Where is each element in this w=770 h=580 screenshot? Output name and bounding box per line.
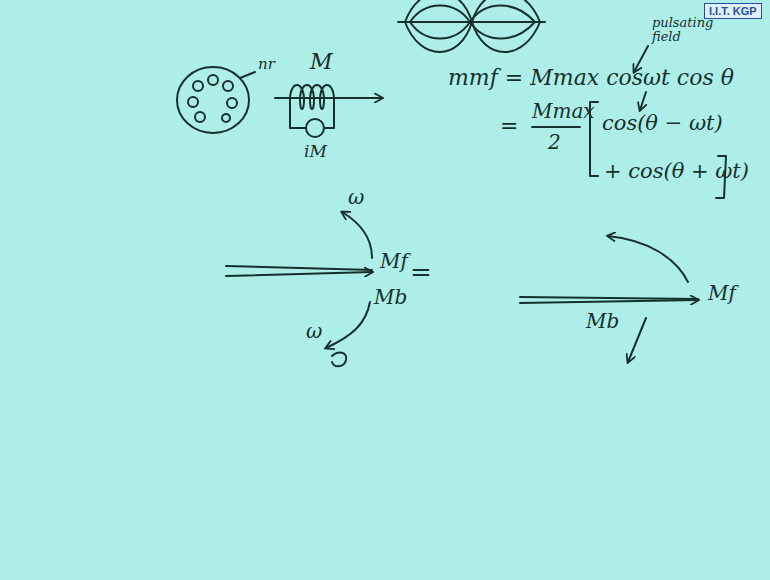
stator-cross-section — [177, 67, 255, 133]
equals-sign: = — [500, 114, 518, 138]
fraction-bar — [532, 126, 580, 128]
symbol-label: nr — [258, 56, 275, 73]
phasor-label: Mb — [586, 310, 619, 332]
symbol-label: ω — [306, 320, 322, 342]
equation-text: 2 — [548, 131, 561, 153]
equals-sign: = — [410, 258, 432, 287]
annotation-note: pulsating field — [652, 16, 724, 45]
equation-text: + cos(θ + ωt) — [604, 160, 749, 183]
phasor-sketch — [226, 212, 372, 366]
equation-text: Mmax — [532, 100, 595, 122]
phasor-label: Mf — [380, 250, 408, 272]
symbol-label: ω — [348, 186, 364, 208]
equation-text: cos(θ − ωt) — [602, 112, 723, 135]
symbol-label: iM — [304, 142, 327, 161]
annotation-pointer — [640, 92, 646, 110]
phasor-label: Mf — [708, 282, 736, 304]
main-winding — [275, 85, 382, 137]
phasor-sketch — [520, 236, 698, 362]
phasor-label: Mb — [374, 286, 407, 308]
symbol-label: M — [310, 50, 333, 74]
pulsating-wave — [398, 0, 545, 52]
equation-text: mmf = Mmax cosωt cos θ — [448, 66, 734, 90]
